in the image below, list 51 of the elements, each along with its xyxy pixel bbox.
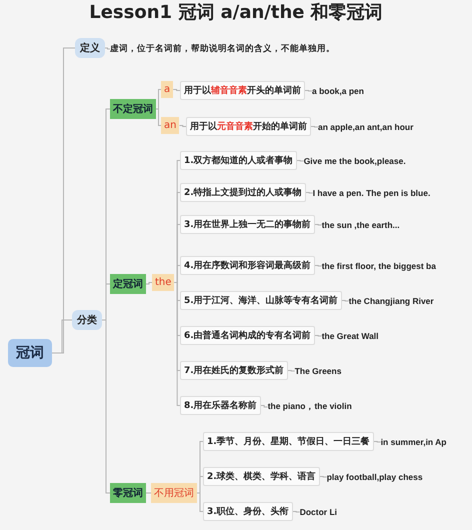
category-box: 不定冠词: [110, 99, 156, 119]
topic-box: 冠词: [8, 339, 52, 367]
connector-line: [52, 320, 72, 354]
connector-line: [373, 441, 382, 442]
article-box: the: [152, 274, 174, 291]
connector-line: [174, 282, 180, 406]
connector-line: [319, 476, 328, 478]
example-text: Doctor Li: [300, 505, 337, 519]
connector-line: [104, 48, 110, 50]
connector-line: [102, 320, 110, 494]
example-text: the Great Wall: [322, 329, 379, 343]
example-text: the Changjiang River: [348, 294, 434, 308]
connector-line: [178, 125, 186, 127]
connector-line: [314, 224, 322, 226]
connector-line: [287, 370, 296, 372]
example-text: an apple,an ant,an hour: [318, 120, 414, 134]
example-text: Give me the book,please.: [304, 154, 406, 168]
branch-label: 定义: [75, 38, 105, 58]
connector-line: [260, 405, 268, 408]
connector-line: [196, 492, 204, 512]
category-box: 定冠词: [110, 274, 146, 294]
connector-line: [304, 90, 312, 92]
connector-line: [310, 126, 318, 128]
definition-text: 虚词，位于名词前，帮助说明名词的含义，不能单独用。: [110, 41, 335, 57]
connector-line: [305, 192, 314, 194]
example-text: in summer,in Ap: [380, 435, 446, 449]
connector-line: [172, 89, 180, 91]
article-box: 不用冠词: [151, 483, 197, 503]
connector-line: [146, 282, 152, 284]
category-box: 零冠词: [110, 483, 146, 503]
connector-line: [174, 265, 180, 283]
article-box: an: [161, 117, 180, 134]
connector-line: [292, 511, 300, 512]
connector-line: [341, 300, 350, 302]
example-text: the piano，the violin: [268, 399, 352, 415]
connector-line: [156, 108, 162, 126]
example-text: play football,play chess: [326, 470, 423, 484]
connector-line: [314, 335, 322, 336]
example-text: a book,a pen: [312, 84, 364, 98]
connector-line: [314, 265, 322, 266]
article-box: a: [161, 81, 174, 98]
connector-line: [146, 492, 152, 494]
example-text: the first floor, the biggest ba: [322, 259, 436, 273]
connector-line: [156, 89, 162, 110]
branch-label: 分类: [72, 310, 102, 330]
example-text: the sun ,the earth...: [322, 218, 400, 232]
title: Lesson1 冠词 a/an/the 和零冠词: [88, 1, 384, 24]
example-text: The Greens: [294, 364, 342, 378]
connector-line: [296, 160, 304, 162]
connector-line: [196, 476, 204, 494]
example-text: I have a pen. The pen is blue.: [312, 186, 430, 200]
